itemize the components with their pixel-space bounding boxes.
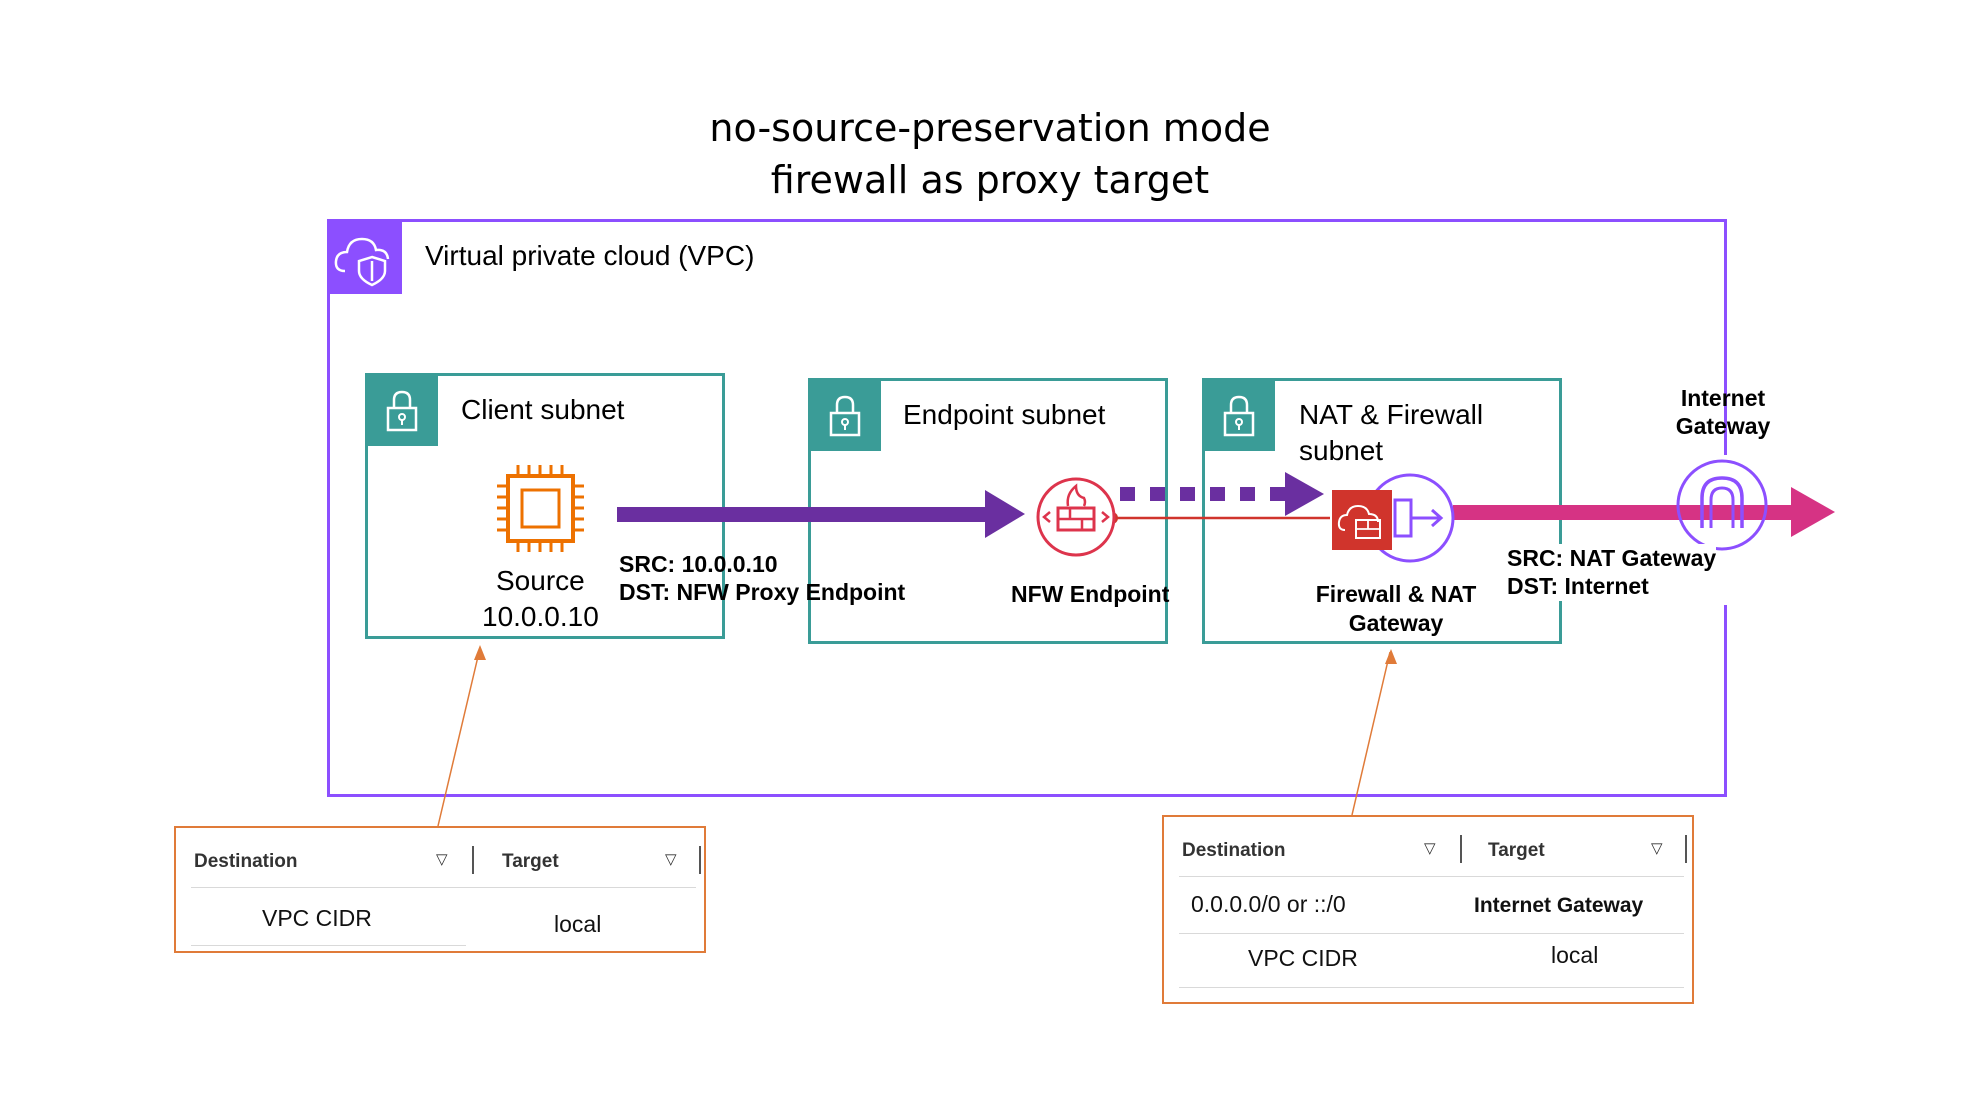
callout-line-right <box>1351 651 1391 816</box>
flow1-src: SRC: 10.0.0.10 <box>619 551 778 577</box>
internet-gateway-icon <box>1676 459 1768 551</box>
lock-icon <box>366 374 438 446</box>
nfw-endpoint-label: NFW Endpoint <box>1011 581 1170 607</box>
return-line-red <box>1106 512 1330 524</box>
diagram-title-line1: no-source-preservation mode <box>709 106 1271 150</box>
network-firewall-endpoint-icon <box>1036 477 1116 557</box>
ec2-chip-icon <box>497 465 584 552</box>
source-ip: 10.0.0.10 <box>482 601 599 632</box>
chevron-down-icon[interactable]: ▽ <box>1651 840 1663 857</box>
lock-icon <box>809 379 881 451</box>
flow2-src: SRC: NAT Gateway <box>1507 544 1717 573</box>
client-subnet <box>365 373 725 639</box>
chevron-down-icon[interactable]: ▽ <box>436 851 448 868</box>
table-cell-target: local <box>1551 942 1599 968</box>
nat-subnet-label-line1: NAT & Firewall <box>1299 399 1484 430</box>
chevron-down-icon[interactable]: ▽ <box>665 851 677 868</box>
chevron-down-icon[interactable]: ▽ <box>1424 840 1436 857</box>
flow2-dst: DST: Internet <box>1507 572 1649 601</box>
source-label: Source <box>496 565 585 596</box>
flow1-dst: DST: NFW Proxy Endpoint <box>619 579 906 605</box>
endpoint-subnet-label: Endpoint subnet <box>903 399 1106 430</box>
callout-line-left <box>437 647 481 827</box>
table-cell-target: local <box>554 911 602 937</box>
diagram-title-line2: firewall as proxy target <box>770 158 1210 202</box>
table-header-target: Target <box>502 851 559 872</box>
firewall-icon <box>1332 490 1392 550</box>
table-cell-destination: VPC CIDR <box>1248 945 1358 971</box>
table-cell-destination: VPC CIDR <box>262 905 372 931</box>
table-header-destination: Destination <box>194 851 298 872</box>
firewall-nat-label-line1: Firewall & NAT <box>1315 581 1477 607</box>
client-subnet-label: Client subnet <box>461 394 625 425</box>
firewall-nat-label-line2: Gateway <box>1348 610 1444 636</box>
table-header-target: Target <box>1488 840 1545 861</box>
nat-subnet-label-line2: subnet <box>1299 435 1384 466</box>
flow-arrow-nfw-to-firewall-dotted <box>1120 472 1324 516</box>
igw-label-line2: Gateway <box>1675 413 1771 439</box>
cloud-shield-icon <box>327 219 402 294</box>
flow-arrow-source-to-nfw <box>617 490 1025 538</box>
route-table-client: Destination ▽ Target ▽ VPC CIDR local <box>174 826 706 953</box>
vpc-label: Virtual private cloud (VPC) <box>425 240 755 271</box>
lock-icon <box>1203 379 1275 451</box>
flow-arrow-nat-to-internet <box>1453 487 1835 537</box>
table-cell-target: Internet Gateway <box>1474 894 1644 917</box>
igw-label-line1: Internet <box>1680 385 1766 411</box>
table-header-destination: Destination <box>1182 840 1286 861</box>
table-cell-destination: 0.0.0.0/0 or ::/0 <box>1191 891 1346 917</box>
route-table-nat: Destination ▽ Target ▽ 0.0.0.0/0 or ::/0… <box>1162 815 1694 1004</box>
